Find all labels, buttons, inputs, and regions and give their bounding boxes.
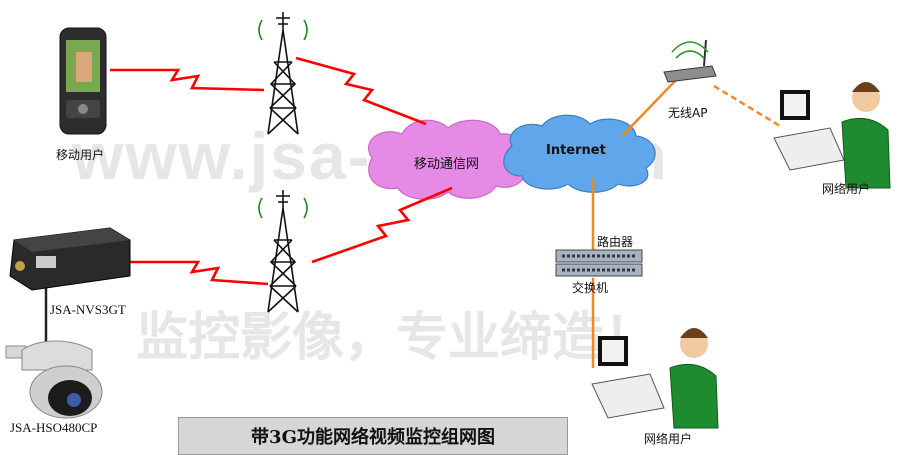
wireless-ap-label: 无线AP <box>668 106 708 120</box>
cell-tower-bottom-icon <box>258 190 308 313</box>
internet-label: Internet <box>546 143 606 158</box>
encoder-box-icon <box>9 227 131 291</box>
wireless-link-phone-tower <box>110 68 265 92</box>
network-user-top-label: 网络用户 <box>822 182 871 196</box>
camera-label: JSA-HSO480CP <box>10 420 98 435</box>
wireless-link-cloud-tower-bottom <box>311 186 453 264</box>
wired-link-ap-user <box>713 84 781 128</box>
internet-cloud <box>503 114 656 193</box>
mobile-user-label: 移动用户 <box>56 148 105 162</box>
cell-tower-top-icon <box>258 12 308 135</box>
dome-camera-icon <box>5 340 103 419</box>
encoder-label: JSA-NVS3GT <box>50 302 126 317</box>
diagram-title-box: 带3G功能网络视频监控组网图 <box>178 417 568 455</box>
wireless-link-tower-cloud-top <box>295 56 427 126</box>
mobile-phone-icon <box>59 27 107 135</box>
router-label: 路由器 <box>597 235 634 249</box>
network-user-bottom-icon <box>591 328 719 429</box>
diagram-title: 带3G功能网络视频监控组网图 <box>251 427 495 448</box>
switch-label: 交换机 <box>572 281 609 295</box>
mobile-network-label: 移动通信网 <box>414 157 480 172</box>
wired-link-ap-internet <box>621 79 677 137</box>
wireless-link-encoder-tower <box>130 260 269 286</box>
wireless-ap-icon <box>663 39 717 83</box>
watermark-slogan: 监控影像，专业缔造！ <box>136 309 657 367</box>
network-user-top-icon <box>773 82 891 189</box>
network-user-bottom-label: 网络用户 <box>644 432 693 446</box>
switch-icon <box>555 249 643 277</box>
